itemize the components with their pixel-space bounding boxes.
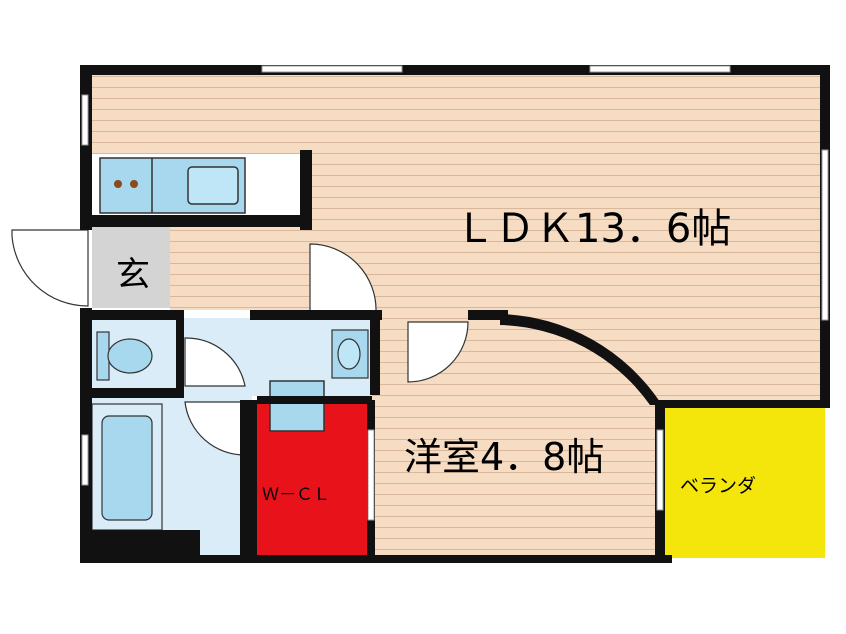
western-room-label: 洋室4．8帖: [404, 435, 604, 479]
entrance-label: 玄: [116, 255, 150, 295]
balcony-label: ベランダ: [680, 475, 756, 497]
washing-machine-space: [269, 380, 325, 432]
ldk-floor: [88, 74, 823, 400]
bathtub-icon: [91, 403, 163, 531]
stove-burner-icon: [130, 180, 138, 188]
sink-icon: [187, 166, 239, 205]
door-swing: [184, 243, 469, 456]
stove-burner-icon: [114, 180, 122, 188]
entrance-floor: [92, 226, 170, 308]
windows: [81, 65, 829, 521]
toilet-icon: [96, 331, 153, 381]
washbasin-icon: [331, 329, 369, 379]
wcl-label: Ｗ－ＣＬ: [262, 485, 330, 505]
ldk-label: ＬＤＫ13．6帖: [455, 206, 731, 252]
entrance-door: [11, 229, 89, 307]
kitchen-counter: [99, 157, 246, 214]
balcony-area: [665, 404, 825, 558]
